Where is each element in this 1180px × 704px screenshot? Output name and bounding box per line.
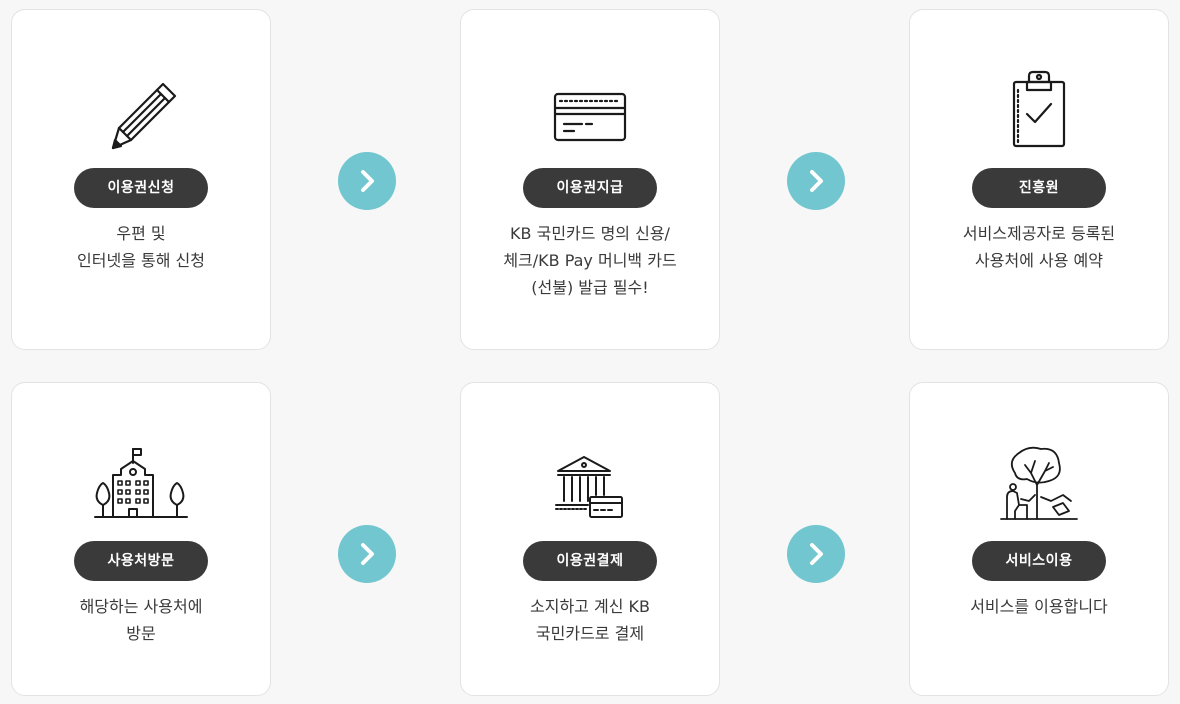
step-title: 진흥원 xyxy=(972,168,1106,208)
credit-card-icon xyxy=(535,72,645,144)
chevron-right-icon xyxy=(810,170,823,192)
leisure-tree-icon xyxy=(984,443,1094,523)
step-title: 서비스이용 xyxy=(972,541,1106,581)
step-card-payment: 이용권결제 소지하고 계신 KB 국민카드로 결제 xyxy=(460,382,720,696)
step-description: 해당하는 사용처에 방문 xyxy=(22,593,260,647)
step-card-promotion-agency: 진흥원 서비스제공자로 등록된 사용처에 사용 예약 xyxy=(909,9,1169,350)
step-description: 소지하고 계신 KB 국민카드로 결제 xyxy=(471,593,709,647)
step-description-line: 방문 xyxy=(126,624,156,643)
step-description-line: 해당하는 사용처에 xyxy=(79,597,203,616)
next-arrow-4 xyxy=(787,525,845,583)
bank-card-icon xyxy=(535,451,645,521)
clipboard-check-icon xyxy=(984,66,1094,150)
pencil-icon xyxy=(86,66,196,156)
step-description-line: KB 국민카드 명의 신용/ xyxy=(510,224,670,243)
step-description-line: 서비스제공자로 등록된 xyxy=(962,224,1116,243)
step-description-line: 국민카드로 결제 xyxy=(535,624,645,643)
step-description-line: 체크/KB Pay 머니백 카드 xyxy=(503,251,677,270)
step-card-use-service: 서비스이용 서비스를 이용합니다 xyxy=(909,382,1169,696)
step-card-visit: 사용처방문 해당하는 사용처에 방문 xyxy=(11,382,271,696)
step-description-line: 우편 및 xyxy=(116,224,166,243)
step-card-apply: 이용권신청 우편 및 인터넷을 통해 신청 xyxy=(11,9,271,350)
next-arrow-3 xyxy=(338,525,396,583)
next-arrow-1 xyxy=(338,152,396,210)
step-title: 이용권지급 xyxy=(523,168,657,208)
step-title: 이용권신청 xyxy=(74,168,208,208)
step-description-line: 사용처에 사용 예약 xyxy=(975,251,1103,270)
step-description: KB 국민카드 명의 신용/ 체크/KB Pay 머니백 카드 (선불) 발급 … xyxy=(471,220,709,301)
step-description: 서비스를 이용합니다 xyxy=(920,593,1158,620)
step-title: 사용처방문 xyxy=(74,541,208,581)
step-title: 이용권결제 xyxy=(523,541,657,581)
step-description-line: 소지하고 계신 KB xyxy=(530,597,650,616)
school-building-icon xyxy=(86,445,196,521)
step-description-line: 서비스를 이용합니다 xyxy=(970,597,1108,616)
step-description-line: (선불) 발급 필수! xyxy=(531,278,649,297)
chevron-right-icon xyxy=(810,543,823,565)
chevron-right-icon xyxy=(361,170,374,192)
next-arrow-2 xyxy=(787,152,845,210)
chevron-right-icon xyxy=(361,543,374,565)
step-description: 서비스제공자로 등록된 사용처에 사용 예약 xyxy=(920,220,1158,274)
step-description-line: 인터넷을 통해 신청 xyxy=(77,251,205,270)
step-description: 우편 및 인터넷을 통해 신청 xyxy=(22,220,260,274)
step-card-issue: 이용권지급 KB 국민카드 명의 신용/ 체크/KB Pay 머니백 카드 (선… xyxy=(460,9,720,350)
